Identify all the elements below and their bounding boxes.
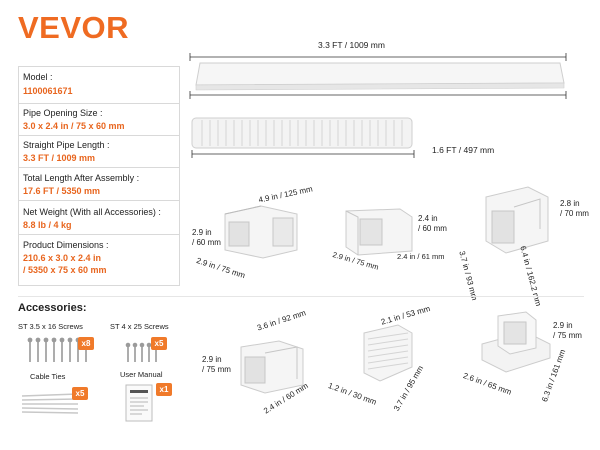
flexible-pipe-image [191,117,415,158]
wall-cap-image [485,186,549,254]
quantity-badge: x1 [156,383,172,396]
spec-value: 210.6 x 3.0 x 2.4 in [23,253,102,263]
spec-label: Total Length After Assembly : [23,173,140,183]
spec-row-net-weight: Net Weight (With all Accessories) : 8.8 … [19,200,179,235]
quantity-badge: x5 [151,337,167,350]
spec-row-product-dimensions: Product Dimensions : 210.6 x 3.0 x 2.4 i… [19,234,179,284]
flex-coupler-image [363,324,413,382]
end-cap-image [481,311,551,373]
coupler-right-dimension-a: 2.4 in [418,214,438,223]
accessory-label-screws-large: ST 4 x 25 Screws [110,322,169,331]
tee-left-dimension-a: 2.9 in [202,355,222,364]
spec-value: 17.6 FT / 5350 mm [23,186,101,196]
accessories-title: Accessories: [18,302,87,314]
spec-value: 3.3 FT / 1009 mm [23,153,96,163]
brand-logo: VEVOR [18,10,130,45]
elbow-fitting-image [224,205,298,259]
spec-row-pipe-opening: Pipe Opening Size : 3.0 x 2.4 in / 75 x … [19,103,179,136]
spec-row-straight-pipe: Straight Pipe Length : 3.3 FT / 1009 mm [19,135,179,168]
straight-pipe-image [189,53,567,99]
accessory-label-screws-small: ST 3.5 x 16 Screws [18,322,83,331]
tee-fitting-image [240,340,304,394]
spec-label: Model : [23,72,53,82]
spec-value: 1100061671 [23,86,73,96]
wallcap-right-dimension-a: 2.8 in [560,199,580,208]
wallcap-right-dimension-b: / 70 mm [560,209,589,218]
small-screws-icon [27,337,89,362]
spec-row-model: Model : 1100061671 [19,67,179,104]
straight-coupler-image [345,208,413,256]
endcap-right-dimension-b: / 75 mm [553,331,582,340]
user-manual-icon [125,384,153,422]
wallcap-bottom-left-dimension: 3.7 in / 93 mm [457,250,480,302]
spec-label: Net Weight (With all Accessories) : [23,207,161,217]
elbow-left-dimension-a: 2.9 in [192,228,212,237]
section-divider [18,296,584,297]
accessory-label-cable-ties: Cable Ties [30,372,66,381]
coupler-right-dimension-b: / 60 mm [418,224,447,233]
spec-label: Product Dimensions : [23,240,109,250]
spec-value: 8.8 lb / 4 kg [23,220,72,230]
straight-pipe-dimension: 3.3 FT / 1009 mm [318,40,385,50]
spec-panel: Model : 1100061671 Pipe Opening Size : 3… [18,66,180,286]
quantity-badge: x5 [72,387,88,400]
spec-row-total-length: Total Length After Assembly : 17.6 FT / … [19,167,179,201]
spec-label: Pipe Opening Size : [23,108,103,118]
tee-top-dimension: 3.6 in / 92 mm [256,308,307,333]
accessory-label-user-manual: User Manual [120,370,163,379]
flexible-pipe-dimension: 1.6 FT / 497 mm [432,145,495,155]
coupler-bottom-right-dimension: 2.4 in / 61 mm [397,252,445,261]
quantity-badge: x8 [78,337,94,350]
cable-ties-icon [21,393,79,414]
elbow-left-dimension-b: / 60 mm [192,238,221,247]
spec-value: 3.0 x 2.4 in / 75 x 60 mm [23,121,125,131]
spec-label: Straight Pipe Length : [23,140,110,150]
endcap-right-dimension-a: 2.9 in [553,321,573,330]
spec-value: / 5350 x 75 x 60 mm [23,265,107,275]
tee-left-dimension-b: / 75 mm [202,365,231,374]
